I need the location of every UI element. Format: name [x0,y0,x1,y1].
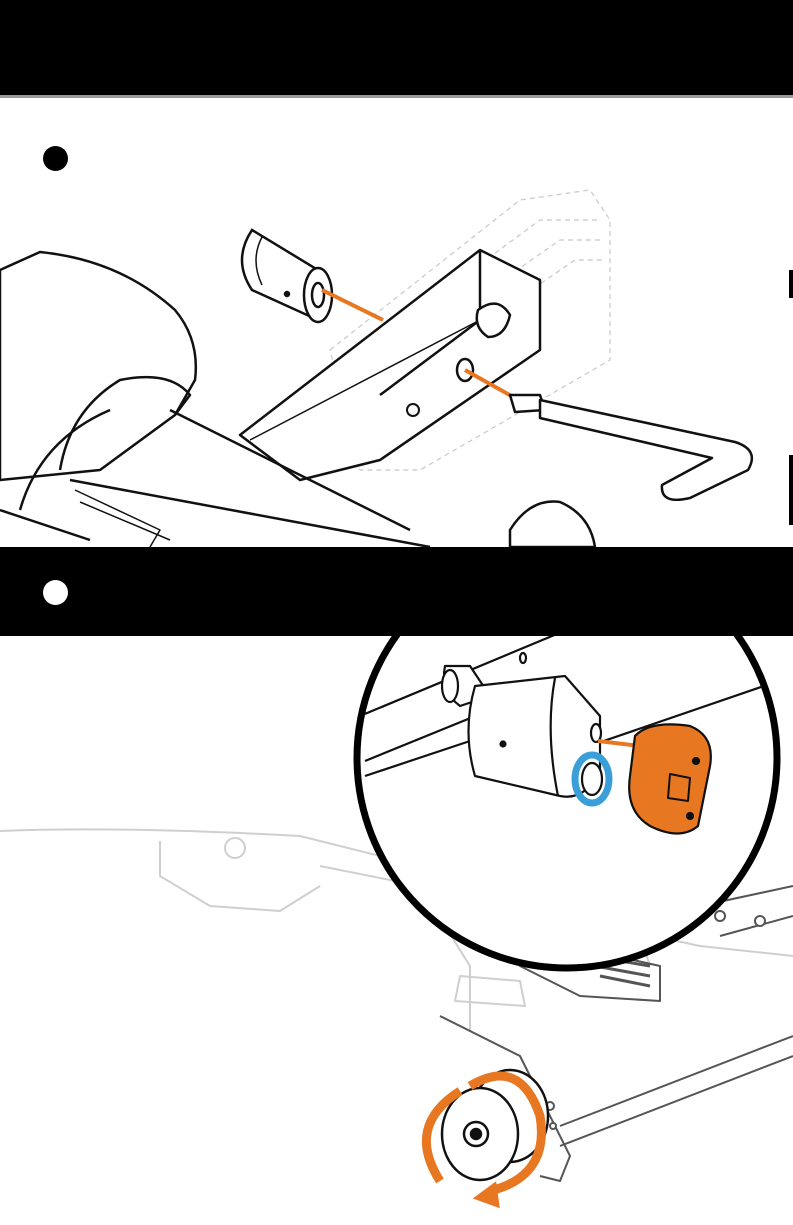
locking-pin [510,395,752,500]
bushing-part [242,230,332,322]
step-1-marker [43,146,68,171]
step-2-bar [0,547,793,636]
edge-tick [789,270,793,298]
detail-callout [357,636,793,968]
rotate-arrow-icon [476,1184,498,1206]
knob-icon [510,502,595,547]
edge-tick [789,455,793,525]
bolt-icon [407,404,419,416]
step-2-marker [43,580,68,605]
step-1-illustration [0,180,793,547]
end-cap-part [629,724,711,833]
header-bar [0,0,793,98]
step-2-illustration [0,636,793,1225]
